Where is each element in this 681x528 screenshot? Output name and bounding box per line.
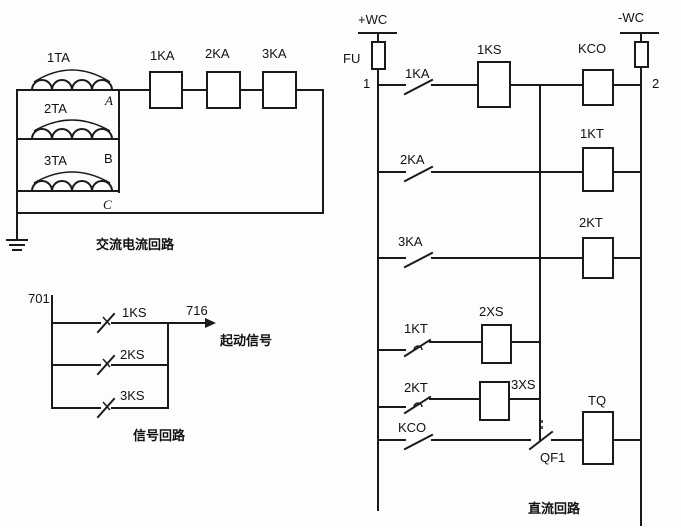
contact-label-3ks: 3KS xyxy=(120,388,145,403)
sig-caption: 信号回路 xyxy=(133,428,186,444)
fuse-label: FU xyxy=(343,51,360,66)
ct-3ta-coil xyxy=(30,180,114,193)
coil-tq xyxy=(582,411,614,465)
neg-bus-label: -WC xyxy=(618,10,644,25)
signal-circuit: 701 716 起动信号 1KS 2KS 3KS 信号回路 xyxy=(28,291,272,444)
contact-mark xyxy=(102,316,111,326)
contact-delay-mark xyxy=(413,402,423,408)
coil-label-2kt: 2KT xyxy=(579,215,603,230)
dc-caption: 直流回路 xyxy=(528,501,581,517)
contact-kco xyxy=(403,433,434,451)
contact-label-1kt: 1KT xyxy=(404,321,428,336)
ac-caption: 交流电流回路 xyxy=(96,237,175,253)
fuse-left xyxy=(371,41,386,70)
coil-3xs xyxy=(479,381,510,421)
contact-delay-mark xyxy=(413,345,423,351)
ac-current-circuit: 1TA 2TA 3TA A B C 1KA 2KA 3KA 交流电流回路 xyxy=(6,46,324,253)
contact-2ks xyxy=(96,354,116,376)
ct-1ta-core xyxy=(33,69,111,83)
contact-label-2ks: 2KS xyxy=(120,347,145,362)
relay-1ka xyxy=(149,71,183,109)
contact-1ks xyxy=(96,312,116,334)
phase-label-c: C xyxy=(103,197,112,212)
coil-1kt xyxy=(582,147,614,192)
coil-2kt xyxy=(582,237,614,279)
relay-3ka xyxy=(262,71,297,109)
arrow-right-icon xyxy=(205,318,216,328)
coil-2xs xyxy=(481,324,512,364)
pos-bus-label: +WC xyxy=(358,12,387,27)
dc-circuit: +WC -WC FU 1 2 1KA 2KA 3KA 1KT 2KT KCO Q… xyxy=(343,10,659,526)
coil-label-3xs: 3XS xyxy=(511,377,536,392)
contact-3ks xyxy=(96,397,116,419)
relay-label-3ka: 3KA xyxy=(262,46,287,61)
contact-2kt xyxy=(403,395,432,415)
coil-1ks xyxy=(477,61,511,108)
node-label-1: 1 xyxy=(363,76,370,91)
ct-label-3ta: 3TA xyxy=(44,153,67,168)
ct-3ta-core xyxy=(33,171,111,184)
contact-label-1ks: 1KS xyxy=(122,305,147,320)
phase-label-b: B xyxy=(104,151,113,166)
ct-1ta-coil xyxy=(30,79,114,92)
sig-out-text: 起动信号 xyxy=(219,333,272,349)
sig-out-label: 716 xyxy=(186,303,208,318)
contact-qf1 xyxy=(528,430,554,451)
coil-label-2xs: 2XS xyxy=(479,304,504,319)
contact-mark xyxy=(102,401,111,411)
contact-2ka xyxy=(403,165,434,183)
relay-label-1ka: 1KA xyxy=(150,48,175,63)
contact-1kt xyxy=(403,338,432,358)
relay-2ka xyxy=(206,71,241,109)
contact-label-2ka: 2KA xyxy=(400,152,425,167)
contact-label-1ka: 1KA xyxy=(405,66,430,81)
ct-2ta-core xyxy=(33,119,111,132)
ct-2ta-coil xyxy=(30,128,114,141)
coil-kco xyxy=(582,69,614,106)
sig-bus-label: 701 xyxy=(28,291,50,306)
contact-label-kco: KCO xyxy=(398,420,426,435)
fuse-right xyxy=(634,41,649,68)
ct-label-1ta: 1TA xyxy=(47,50,70,65)
contact-3ka xyxy=(403,251,434,269)
contact-label-qf1: QF1 xyxy=(540,450,565,465)
ct-label-2ta: 2TA xyxy=(44,101,67,116)
relay-label-2ka: 2KA xyxy=(205,46,230,61)
contact-label-3ka: 3KA xyxy=(398,234,423,249)
coil-label-kco: KCO xyxy=(578,41,606,56)
contact-mark xyxy=(102,358,111,368)
coil-label-1kt: 1KT xyxy=(580,126,604,141)
contact-label-2kt: 2KT xyxy=(404,380,428,395)
node-label-2: 2 xyxy=(652,76,659,91)
coil-label-1ks: 1KS xyxy=(477,42,502,57)
coil-label-tq: TQ xyxy=(588,393,606,408)
phase-label-a: A xyxy=(104,93,113,108)
contact-1ka xyxy=(403,78,434,96)
